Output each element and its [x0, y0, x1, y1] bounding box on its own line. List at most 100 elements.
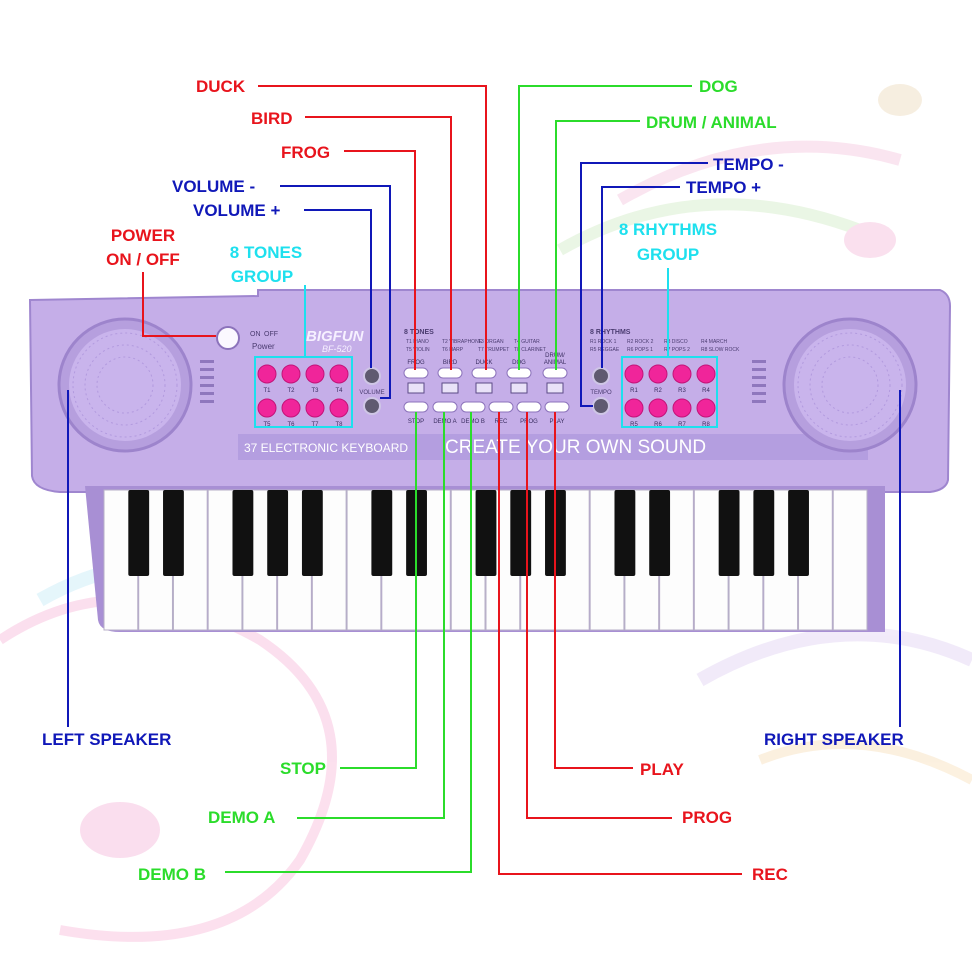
rhythm-list-item: R5 REGGAE — [590, 347, 620, 353]
rhythm-button-r7[interactable] — [672, 398, 692, 418]
callout-line — [280, 185, 391, 399]
function-button-prog[interactable] — [516, 401, 542, 413]
keyboard-caption: 37 ELECTRONIC KEYBOARD — [244, 441, 408, 455]
animal-icon — [510, 382, 528, 394]
tone-button-t3[interactable] — [305, 364, 325, 384]
tone-button-t4[interactable] — [329, 364, 349, 384]
black-key[interactable] — [371, 490, 393, 576]
black-key[interactable] — [649, 490, 671, 576]
black-key[interactable] — [614, 490, 636, 576]
volume-plus-button[interactable] — [363, 397, 381, 415]
rhythm-button-label: R8 — [702, 422, 710, 428]
rhythm-button-r6[interactable] — [648, 398, 668, 418]
rhythm-button-r8[interactable] — [696, 398, 716, 418]
function-button-stop[interactable] — [403, 401, 429, 413]
black-key[interactable] — [163, 490, 184, 576]
rhythm-button-r4[interactable] — [696, 364, 716, 384]
callout-line — [526, 412, 672, 819]
function-button-label: DEMO B — [461, 419, 485, 425]
slogan: CREATE YOUR OWN SOUND — [445, 437, 706, 458]
function-button-label: PROG — [520, 419, 538, 425]
callout-line — [305, 116, 452, 370]
rhythm-list-item: R4 MARCH — [701, 339, 728, 345]
tone-button-label: T7 — [311, 422, 319, 428]
callout-line — [340, 412, 417, 769]
rhythm-button-r2[interactable] — [648, 364, 668, 384]
speaker-grille-left — [200, 360, 214, 403]
tempo-plus-button[interactable] — [592, 397, 610, 415]
rhythm-button-r1[interactable] — [624, 364, 644, 384]
black-key[interactable] — [753, 490, 775, 576]
tone-button-label: T6 — [287, 422, 295, 428]
tone-button-label: T1 — [263, 388, 271, 394]
animal-icon — [475, 382, 493, 394]
black-key[interactable] — [475, 490, 497, 576]
rhythm-button-label: R2 — [654, 388, 662, 394]
callout-line — [518, 85, 692, 370]
callout-line — [258, 85, 487, 370]
rhythm-list-item: R7 POPS 2 — [664, 347, 690, 353]
rhythm-button-label: R6 — [654, 422, 662, 428]
function-button-demo-a[interactable] — [432, 401, 458, 413]
function-button-demo-b[interactable] — [460, 401, 486, 413]
callout-line — [304, 209, 372, 368]
tone-list-item: T8 CLARINET — [514, 347, 546, 353]
rhythm-button-label: R1 — [630, 388, 638, 394]
tone-button-label: T8 — [335, 422, 343, 428]
black-key[interactable] — [267, 490, 289, 576]
white-key[interactable] — [832, 489, 868, 631]
function-button-play[interactable] — [544, 401, 570, 413]
animal-button[interactable] — [471, 367, 497, 379]
rhythm-button-r3[interactable] — [672, 364, 692, 384]
volume-plus-callout: VOLUME + — [193, 201, 280, 220]
tone-button-t5[interactable] — [257, 398, 277, 418]
rhythm-button-r5[interactable] — [624, 398, 644, 418]
callout-line — [297, 412, 445, 819]
stop-callout: STOP — [280, 759, 326, 778]
black-key[interactable] — [232, 490, 254, 576]
tone-list-item: T2 VIBRAPHONE — [442, 339, 483, 345]
rhythm-button-label: R5 — [630, 422, 638, 428]
model-number: BF-520 — [322, 344, 352, 354]
frog-callout: FROG — [281, 143, 330, 162]
tone-button-t6[interactable] — [281, 398, 301, 418]
black-key[interactable] — [718, 490, 740, 576]
tone-button-label: T3 — [311, 388, 319, 394]
tone-list-item: T5 VIOLIN — [406, 347, 430, 353]
callout-line — [555, 120, 640, 370]
black-key[interactable] — [788, 490, 809, 576]
tone-button-t1[interactable] — [257, 364, 277, 384]
black-key[interactable] — [128, 490, 150, 576]
demo-b-callout: DEMO B — [138, 865, 206, 884]
tone-button-t8[interactable] — [329, 398, 349, 418]
rhythms-callout-line2: GROUP — [637, 245, 699, 264]
tone-list-item: T1 PIANO — [406, 339, 429, 345]
prog-callout: PROG — [682, 808, 732, 827]
black-key[interactable] — [301, 490, 323, 576]
speaker-grille-right — [752, 360, 766, 403]
function-button-label: REC — [495, 419, 508, 425]
rec-callout: REC — [752, 865, 788, 884]
tone-button-t2[interactable] — [281, 364, 301, 384]
callout-line — [554, 412, 633, 769]
right-speaker-callout: RIGHT SPEAKER — [764, 730, 904, 749]
tone-list-item: T6 HARP — [442, 347, 464, 353]
rhythm-button-label: R7 — [678, 422, 686, 428]
rhythms-callout-line1: 8 RHYTHMS — [619, 220, 717, 239]
tempo-plus-callout: TEMPO + — [686, 178, 761, 197]
power-button[interactable] — [216, 326, 240, 350]
tone-button-label: T4 — [335, 388, 343, 394]
black-key[interactable] — [510, 490, 532, 576]
rhythms-group-frame — [621, 356, 718, 428]
volume-minus-button[interactable] — [363, 367, 381, 385]
function-button-rec[interactable] — [488, 401, 514, 413]
tone-list-item: T3 ORGAN — [478, 339, 504, 345]
left-speaker-callout: LEFT SPEAKER — [42, 730, 171, 749]
left-speaker — [57, 317, 193, 453]
tempo-minus-button[interactable] — [592, 367, 610, 385]
tone-button-t7[interactable] — [305, 398, 325, 418]
callout-line — [225, 412, 472, 873]
